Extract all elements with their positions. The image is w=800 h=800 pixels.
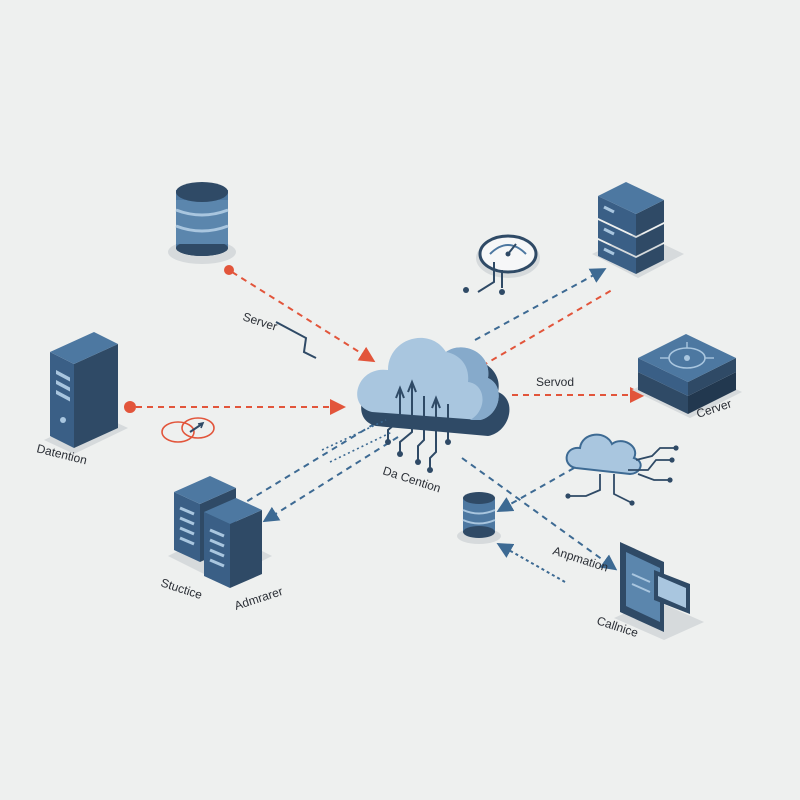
label-stuctice: Stuctice (159, 576, 204, 603)
server-tower-icon (44, 332, 128, 454)
label-anpmation: Anpmation (551, 544, 610, 575)
connector-db-to-cloud (231, 271, 376, 363)
server-rack-icon (168, 476, 272, 588)
gauge-icon (463, 234, 540, 295)
connector-cloud-to-racks (235, 417, 385, 509)
refresh-icon (161, 417, 215, 443)
connector-dot (124, 401, 136, 413)
connector-dot (224, 265, 234, 275)
signal-line (275, 321, 317, 359)
connector-cloud-to-racks-2 (262, 436, 399, 523)
label-server: Server (241, 310, 279, 334)
cloud-network-icon (565, 433, 679, 506)
connector-cloud-to-tablet (461, 457, 618, 571)
platform-icon (632, 334, 742, 418)
label-servod: Servod (536, 375, 574, 389)
connector-cloud-to-rack (481, 289, 613, 367)
tablet-icon (614, 542, 704, 640)
connectors (124, 265, 646, 583)
cloud-icon (321, 337, 510, 473)
server-stack-icon (592, 182, 684, 278)
connector-gauge-to-rack (474, 268, 607, 341)
label-admrarer: Admrarer (233, 584, 285, 613)
connector-network-to-db (496, 467, 575, 512)
database-icon (457, 492, 501, 544)
label-da-cention: Da Cention (381, 464, 442, 496)
database-icon (168, 182, 236, 264)
connector-db-from-tablet (496, 543, 566, 583)
